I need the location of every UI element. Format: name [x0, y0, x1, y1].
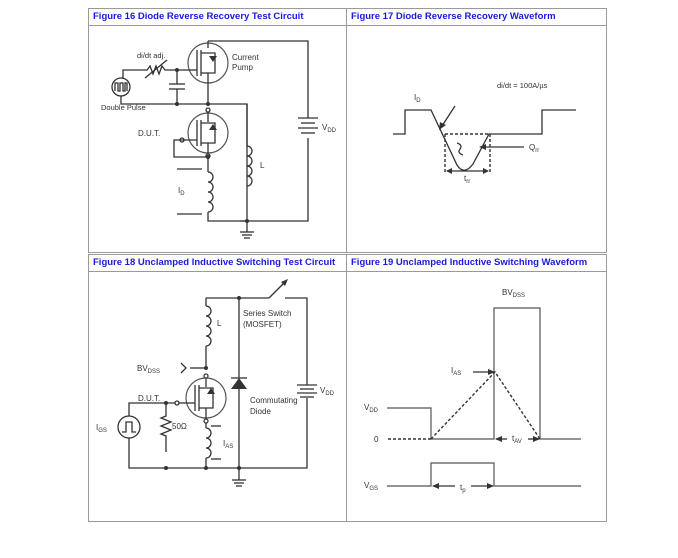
- probe-icon: [180, 362, 187, 374]
- inductor-icon: [205, 305, 212, 347]
- didt-label: di/dt = 100A/µs: [497, 81, 548, 90]
- ias-label: IAS: [223, 439, 233, 450]
- current-pump-label-2: Pump: [232, 63, 253, 72]
- resistor-icon: [159, 403, 173, 452]
- dut-label: D.U.T.: [138, 129, 160, 138]
- series-switch-label: Series Switch: [243, 309, 291, 318]
- dut-label: D.U.T.: [138, 394, 160, 403]
- inductor-label: L: [217, 319, 222, 328]
- figure-19-title: Figure 19 Unclamped Inductive Switching …: [347, 255, 606, 272]
- inductor-icon: [246, 145, 253, 187]
- battery-icon: [297, 384, 317, 398]
- figure-17-title: Figure 17 Diode Reverse Recovery Wavefor…: [347, 9, 606, 26]
- figure-16-title: Figure 16 Diode Reverse Recovery Test Ci…: [89, 9, 346, 26]
- igs-label: IGS: [96, 423, 107, 434]
- bvdss-label: BVDSS: [137, 364, 160, 375]
- trr-label: trr: [464, 174, 470, 185]
- tav-label: tAV: [512, 434, 522, 445]
- figure-18-title: Figure 18 Unclamped Inductive Switching …: [89, 255, 346, 272]
- vds-trace: [387, 307, 581, 440]
- current-transformer-icon: [205, 427, 212, 459]
- vdd-label: VDD: [364, 403, 379, 414]
- figure-row-2: Figure 18 Unclamped Inductive Switching …: [88, 254, 607, 522]
- ground-icon: [232, 479, 246, 487]
- double-pulse-label: Double Pulse: [101, 103, 146, 112]
- ias-label: IAS: [451, 366, 461, 377]
- figure-18-cell: Figure 18 Unclamped Inductive Switching …: [89, 255, 347, 521]
- battery-icon: [298, 117, 318, 134]
- commutating-diode-label: Commutating: [250, 396, 298, 405]
- figure-17-waveform: di/dt = 100A/µs ID Qrr trr: [393, 81, 576, 185]
- commutating-diode-label-2: Diode: [250, 407, 271, 416]
- figure-row-1: Figure 16 Diode Reverse Recovery Test Ci…: [88, 8, 607, 253]
- figure-17-cell: Figure 17 Diode Reverse Recovery Wavefor…: [347, 9, 606, 252]
- diode-icon: [209, 56, 217, 62]
- current-pump-label: Current: [232, 53, 259, 62]
- zero-label: 0: [374, 435, 379, 444]
- vdd-label: VDD: [322, 123, 337, 134]
- pulse-source-icon: [117, 415, 141, 439]
- figure-19-cell: Figure 19 Unclamped Inductive Switching …: [347, 255, 606, 521]
- tp-label: tp: [460, 483, 466, 494]
- series-switch-label-2: (MOSFET): [243, 320, 282, 329]
- series-switch-icon: [268, 281, 286, 299]
- resistor-label: 50Ω: [172, 422, 187, 431]
- vdd-label: VDD: [320, 386, 335, 397]
- wire: [240, 138, 309, 222]
- figure-19-waveform: BVDSS IAS VDD 0 tAV VGS tp: [364, 288, 581, 494]
- inductor-label: L: [260, 161, 265, 170]
- ground-icon: [240, 231, 254, 239]
- figure-16-circuit: VDD Current Pump di/dt adj.: [101, 40, 337, 239]
- figure-18-circuit: Series Switch (MOSFET) L BVDSS D.U.T.: [96, 279, 335, 487]
- id-label: ID: [414, 93, 421, 104]
- waveform-trace: [393, 109, 576, 171]
- vgs-trace: [387, 462, 581, 487]
- didt-arrow: [441, 105, 456, 127]
- variable-resistor-icon: [122, 64, 183, 79]
- qrr-label: Qrr: [529, 143, 539, 154]
- wire: [208, 40, 309, 118]
- current-transformer-icon: [207, 171, 214, 213]
- vgs-label: VGS: [364, 481, 378, 492]
- didt-adj-label: di/dt adj.: [137, 51, 165, 60]
- id-label: ID: [178, 186, 185, 197]
- bvdss-label: BVDSS: [502, 288, 525, 299]
- ias-trace: [430, 370, 541, 440]
- figure-16-cell: Figure 16 Diode Reverse Recovery Test Ci…: [89, 9, 347, 252]
